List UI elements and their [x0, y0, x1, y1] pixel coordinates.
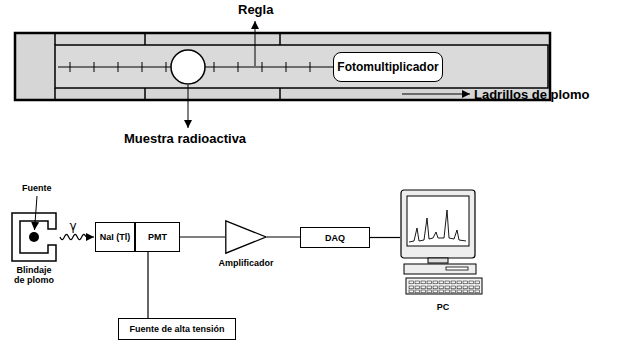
source-dot — [29, 232, 39, 242]
computer-icon: PC — [400, 188, 486, 298]
lead-bricks — [15, 33, 550, 100]
lead-shield-outline — [12, 213, 56, 261]
lead-shield: Blindaje de plomo — [12, 213, 56, 261]
part-label: Muestra radioactiva — [124, 131, 246, 146]
node-label: Blindaje de plomo — [13, 265, 55, 285]
node-label: NaI (Tl) — [100, 232, 131, 242]
amplifier-symbol: Amplificador — [225, 220, 267, 254]
leader-arrow — [402, 94, 470, 95]
connector — [370, 237, 400, 238]
connector — [267, 236, 300, 237]
node-label: Fuente de alta tensión — [129, 324, 224, 334]
process-box: PMT — [135, 222, 180, 252]
connector — [60, 234, 94, 239]
power-supply-box: Fuente de alta tensión — [118, 318, 236, 340]
node-label: Fotomultiplicador — [337, 60, 438, 74]
connector — [180, 236, 225, 237]
part-label: Regla — [238, 2, 273, 17]
photomultiplier-box: Fotomultiplicador — [333, 52, 443, 82]
node-label: PC — [437, 302, 450, 312]
detector-box: NaI (Tl) — [95, 222, 135, 252]
node-label: PMT — [148, 232, 167, 242]
node-label: DAQ — [325, 233, 345, 243]
connector — [147, 252, 148, 318]
edge-label: γ — [69, 219, 76, 233]
leader-arrow — [255, 21, 256, 66]
amplifier-symbol-outline — [225, 220, 267, 254]
part-label: Ladrillos de plomo — [474, 87, 590, 102]
process-box: DAQ — [300, 227, 370, 248]
computer-icon-outline — [400, 188, 486, 298]
node-label: Amplificador — [218, 258, 273, 268]
part-label: Fuente — [22, 183, 52, 193]
leader-arrow — [188, 85, 189, 128]
radioactive-sample — [171, 50, 205, 84]
